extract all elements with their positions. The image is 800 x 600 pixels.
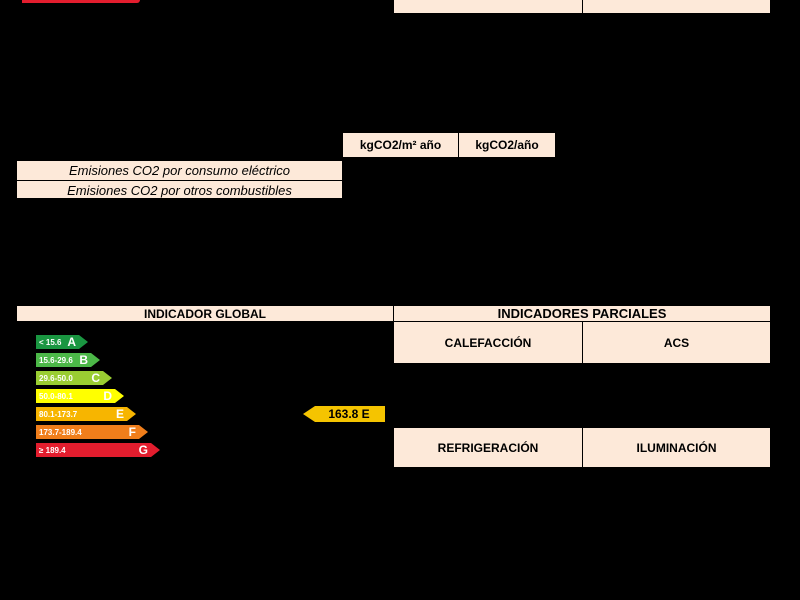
rating-range: 50.0-80.1	[39, 391, 73, 401]
global-indicator-title: INDICADOR GLOBAL	[16, 305, 394, 322]
rating-letter: B	[79, 353, 88, 367]
global-rating-result: 163.8 E	[303, 406, 385, 422]
rating-arrow-a: < 15.6 A	[36, 335, 88, 349]
rating-arrow-c: 29.6-50.0 C	[36, 371, 112, 385]
emissions-header-per-m2: kgCO2/m² año	[342, 132, 459, 158]
rating-range: 29.6-50.0	[39, 373, 73, 383]
partial-cooling-cell: REFRIGERACIÓN	[393, 427, 583, 468]
rating-range: ≥ 189.4	[39, 445, 66, 455]
partial-acs-cell: ACS	[582, 321, 771, 364]
rating-range: 80.1-173.7	[39, 409, 78, 419]
top-cell-right-remnant	[582, 0, 771, 14]
rating-letter: D	[103, 389, 112, 403]
partial-heating-cell: CALEFACCIÓN	[393, 321, 583, 364]
rating-range: 15.6-29.6	[39, 355, 73, 365]
rating-letter: E	[115, 407, 124, 421]
top-red-bar-remnant	[22, 0, 140, 3]
partial-indicators-title: INDICADORES PARCIALES	[393, 305, 771, 322]
rating-arrow-b: 15.6-29.6 B	[36, 353, 100, 367]
top-cell-left-remnant	[393, 0, 583, 14]
rating-arrow-d: 50.0-80.1 D	[36, 389, 124, 403]
rating-range: 173.7-189.4	[39, 427, 82, 437]
emissions-row-other-fuels: Emisiones CO2 por otros combustibles	[16, 180, 343, 199]
rating-arrow-e: 80.1-173.7 E	[36, 407, 136, 421]
rating-letter: C	[91, 371, 100, 385]
rating-range: < 15.6	[39, 337, 62, 347]
rating-letter: F	[128, 425, 136, 439]
rating-arrow-f: 173.7-189.4 F	[36, 425, 148, 439]
rating-letter: G	[138, 443, 148, 457]
rating-arrow-g: ≥ 189.4 G	[36, 443, 160, 457]
emissions-header-per-year: kgCO2/año	[458, 132, 556, 158]
emissions-row-electric: Emisiones CO2 por consumo eléctrico	[16, 160, 343, 181]
partial-lighting-cell: ILUMINACIÓN	[582, 427, 771, 468]
rating-letter: A	[67, 335, 76, 349]
